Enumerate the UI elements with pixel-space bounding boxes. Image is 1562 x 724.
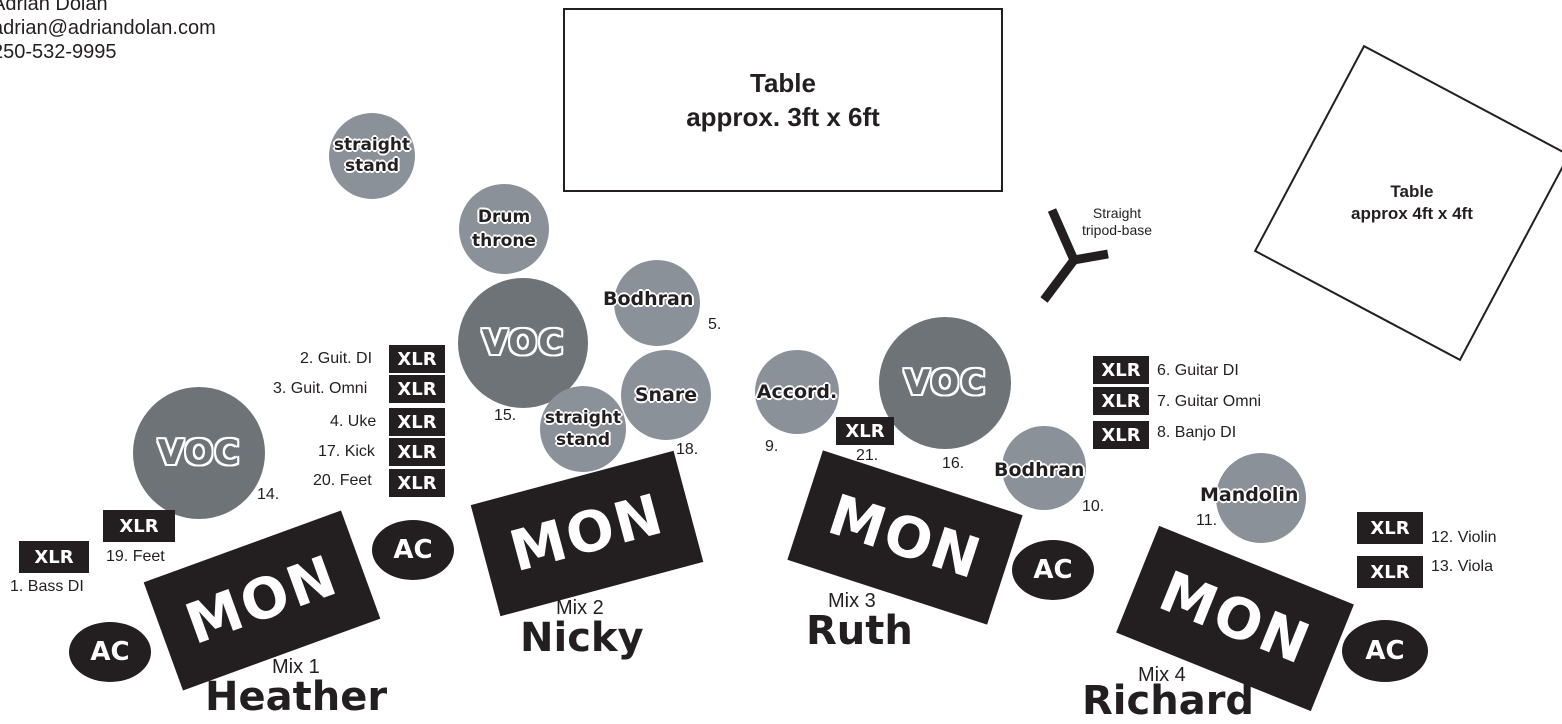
xlr-ch21: XLR [836, 417, 894, 445]
ch9-label: 9. [765, 438, 779, 455]
main-table: Table approx. 3ft x 6ft [563, 8, 1003, 192]
mandolin [1216, 453, 1306, 543]
xlr-ch6: XLR [1093, 356, 1149, 384]
ch5-label: 5. [708, 316, 722, 333]
contact-info: Adrian Dolan adrian@adriandolan.com 250-… [0, 0, 216, 64]
voc-nicky: VOC [458, 278, 588, 408]
ch17-label: 17. Kick [318, 443, 375, 460]
xlr-ch20: XLR [389, 469, 445, 497]
ch15-label: 15. [494, 407, 517, 424]
mix-1-label: Mix 1 [272, 656, 320, 678]
ac-outlet-2: AC [372, 520, 454, 580]
accordion-label: Accord. [756, 381, 838, 403]
contact-name: Adrian Dolan [0, 0, 108, 15]
mix-3-name: Ruth [806, 608, 913, 654]
bodhran-1 [614, 260, 700, 346]
mix-4-name: Richard [1082, 678, 1255, 724]
xlr-ch3: XLR [389, 375, 445, 403]
xlr-ch8: XLR [1093, 421, 1149, 449]
xlr-ch4: XLR [389, 408, 445, 436]
ch7-label: 7. Guitar Omni [1157, 393, 1262, 410]
snare-label: Snare [634, 384, 698, 406]
stand-center-label-2: stand [556, 430, 610, 450]
stand-label-2: stand [345, 156, 399, 176]
bodhran-1-label: Bodhran [603, 288, 694, 310]
stand-center-label-1: straight [544, 408, 622, 428]
tripod-label-2: tripod-base [1082, 222, 1153, 238]
ch10-label: 10. [1082, 498, 1105, 515]
ch19-label: 19. Feet [106, 548, 165, 565]
snare: Snare [621, 350, 711, 440]
xlr-ch7: XLR [1093, 387, 1149, 415]
ch2-label: 2. Guit. DI [300, 350, 373, 367]
ch3-label: 3. Guit. Omni [273, 380, 368, 397]
mandolin-label: Mandolin [1200, 484, 1299, 506]
monitor-2: MON [470, 450, 704, 617]
xlr-ch13: XLR [1357, 556, 1423, 588]
xlr-ch1: XLR [19, 541, 89, 573]
ch14-label: 14. [257, 486, 280, 503]
ch16-label: 16. [942, 455, 965, 472]
ch13-label: 13. Viola [1431, 558, 1493, 575]
ch8-label: 8. Banjo DI [1157, 424, 1237, 441]
straight-stand-center: straight stand [540, 386, 626, 472]
xlr-ch2: XLR [389, 345, 445, 373]
ac-outlet-3: AC [1012, 540, 1094, 600]
voc-heather: VOC [133, 387, 265, 519]
tripod-label-1: Straight [1092, 205, 1142, 221]
monitor-1: MON [143, 510, 381, 691]
accordion: Accord. [755, 350, 839, 434]
monitor-3: MON [787, 450, 1023, 625]
mix-3-label: Mix 3 [828, 590, 876, 612]
ch11-label: 11. [1196, 512, 1218, 529]
ch4-label: 4. Uke [330, 413, 377, 430]
main-table-title: Table [750, 68, 816, 98]
mix-4-label: Mix 4 [1138, 664, 1186, 686]
straight-stand-left: straight stand [329, 113, 415, 199]
voc-heather-label: VOC [157, 433, 241, 473]
ch18-label: 18. [676, 441, 699, 458]
ch12-label: 12. Violin [1431, 529, 1497, 546]
tripod-base-icon [1040, 208, 1109, 303]
xlr-ch12: XLR [1357, 512, 1423, 544]
ac-outlet-4: AC [1342, 620, 1428, 682]
voc-ruth: VOC [879, 317, 1011, 449]
ch20-label: 20. Feet [313, 472, 372, 489]
ch1-label: 1. Bass DI [10, 578, 84, 595]
drum-throne-label-2: throne [472, 231, 536, 251]
voc-ruth-label: VOC [903, 363, 987, 403]
voc-nicky-label: VOC [481, 323, 565, 363]
mix-2-name: Nicky [520, 615, 644, 661]
xlr-ch17: XLR [389, 438, 445, 466]
bodhran-2-label: Bodhran [994, 459, 1085, 481]
side-table: Table approx 4ft x 4ft [1253, 44, 1562, 362]
xlr-ch19: XLR [103, 510, 175, 542]
contact-email: adrian@adriandolan.com [0, 17, 216, 39]
ac-outlet-1: AC [69, 622, 151, 682]
drum-throne-label-1: Drum [477, 207, 531, 227]
ch6-label: 6. Guitar DI [1157, 362, 1239, 379]
side-table-size: approx 4ft x 4ft [1351, 203, 1473, 223]
mix-1-name: Heather [205, 674, 388, 720]
side-table-title: Table [1390, 181, 1434, 201]
main-table-size: approx. 3ft x 6ft [686, 102, 880, 132]
mix-2-label: Mix 2 [556, 597, 604, 619]
bodhran-2 [1002, 426, 1086, 510]
ch21-label: 21. [856, 447, 879, 464]
stand-label-1: straight [333, 135, 411, 155]
drum-throne: Drum throne [459, 184, 549, 274]
tripod-label: Straight tripod-base [1082, 205, 1152, 239]
side-table-text: Table approx 4ft x 4ft [1351, 181, 1473, 225]
contact-phone: 250-532-9995 [0, 41, 117, 63]
